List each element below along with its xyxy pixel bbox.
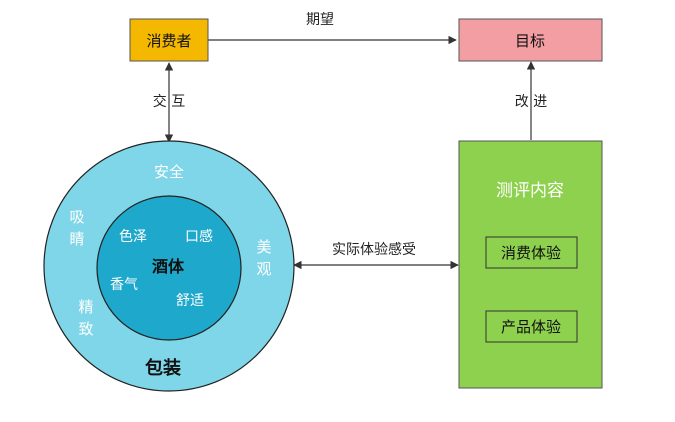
- liquor-comfort: 舒适: [176, 293, 204, 309]
- packaging-safety: 安全: [154, 163, 184, 181]
- consumer-node: [129, 18, 209, 62]
- edge-interaction-label: 交 互: [153, 93, 185, 110]
- liquor-body-label: 酒体: [152, 257, 185, 276]
- edge-actual-experience-label: 实际体验感受: [332, 241, 416, 258]
- liquor-color: 色泽: [119, 228, 147, 245]
- edge-improvement-label: 改 进: [515, 94, 547, 110]
- packaging-appearance-1: 美: [256, 238, 271, 256]
- packaging-refined-1: 精: [78, 298, 93, 316]
- consumer-experience-label: 消费体验: [501, 244, 561, 262]
- liquor-taste: 口感: [185, 228, 213, 245]
- edge-expectation-label: 期望: [306, 12, 334, 28]
- liquor-aroma: 香气: [110, 277, 138, 293]
- goal-node: [458, 18, 603, 62]
- packaging-label: 包装: [145, 357, 181, 379]
- liquor-body-circle: [96, 195, 242, 341]
- packaging-appearance-2: 观: [256, 260, 271, 278]
- packaging-attractive-2: 睛: [69, 230, 84, 248]
- packaging-refined-2: 致: [78, 320, 93, 338]
- product-experience-label: 产品体验: [501, 318, 561, 336]
- evaluation-title: 测评内容: [496, 181, 564, 201]
- packaging-attractive-1: 吸: [69, 208, 84, 226]
- product-experience-box: [485, 310, 578, 343]
- goal-node-label: 目标: [515, 32, 545, 50]
- consumer-experience-box: [485, 236, 578, 269]
- consumer-node-label: 消费者: [146, 32, 191, 50]
